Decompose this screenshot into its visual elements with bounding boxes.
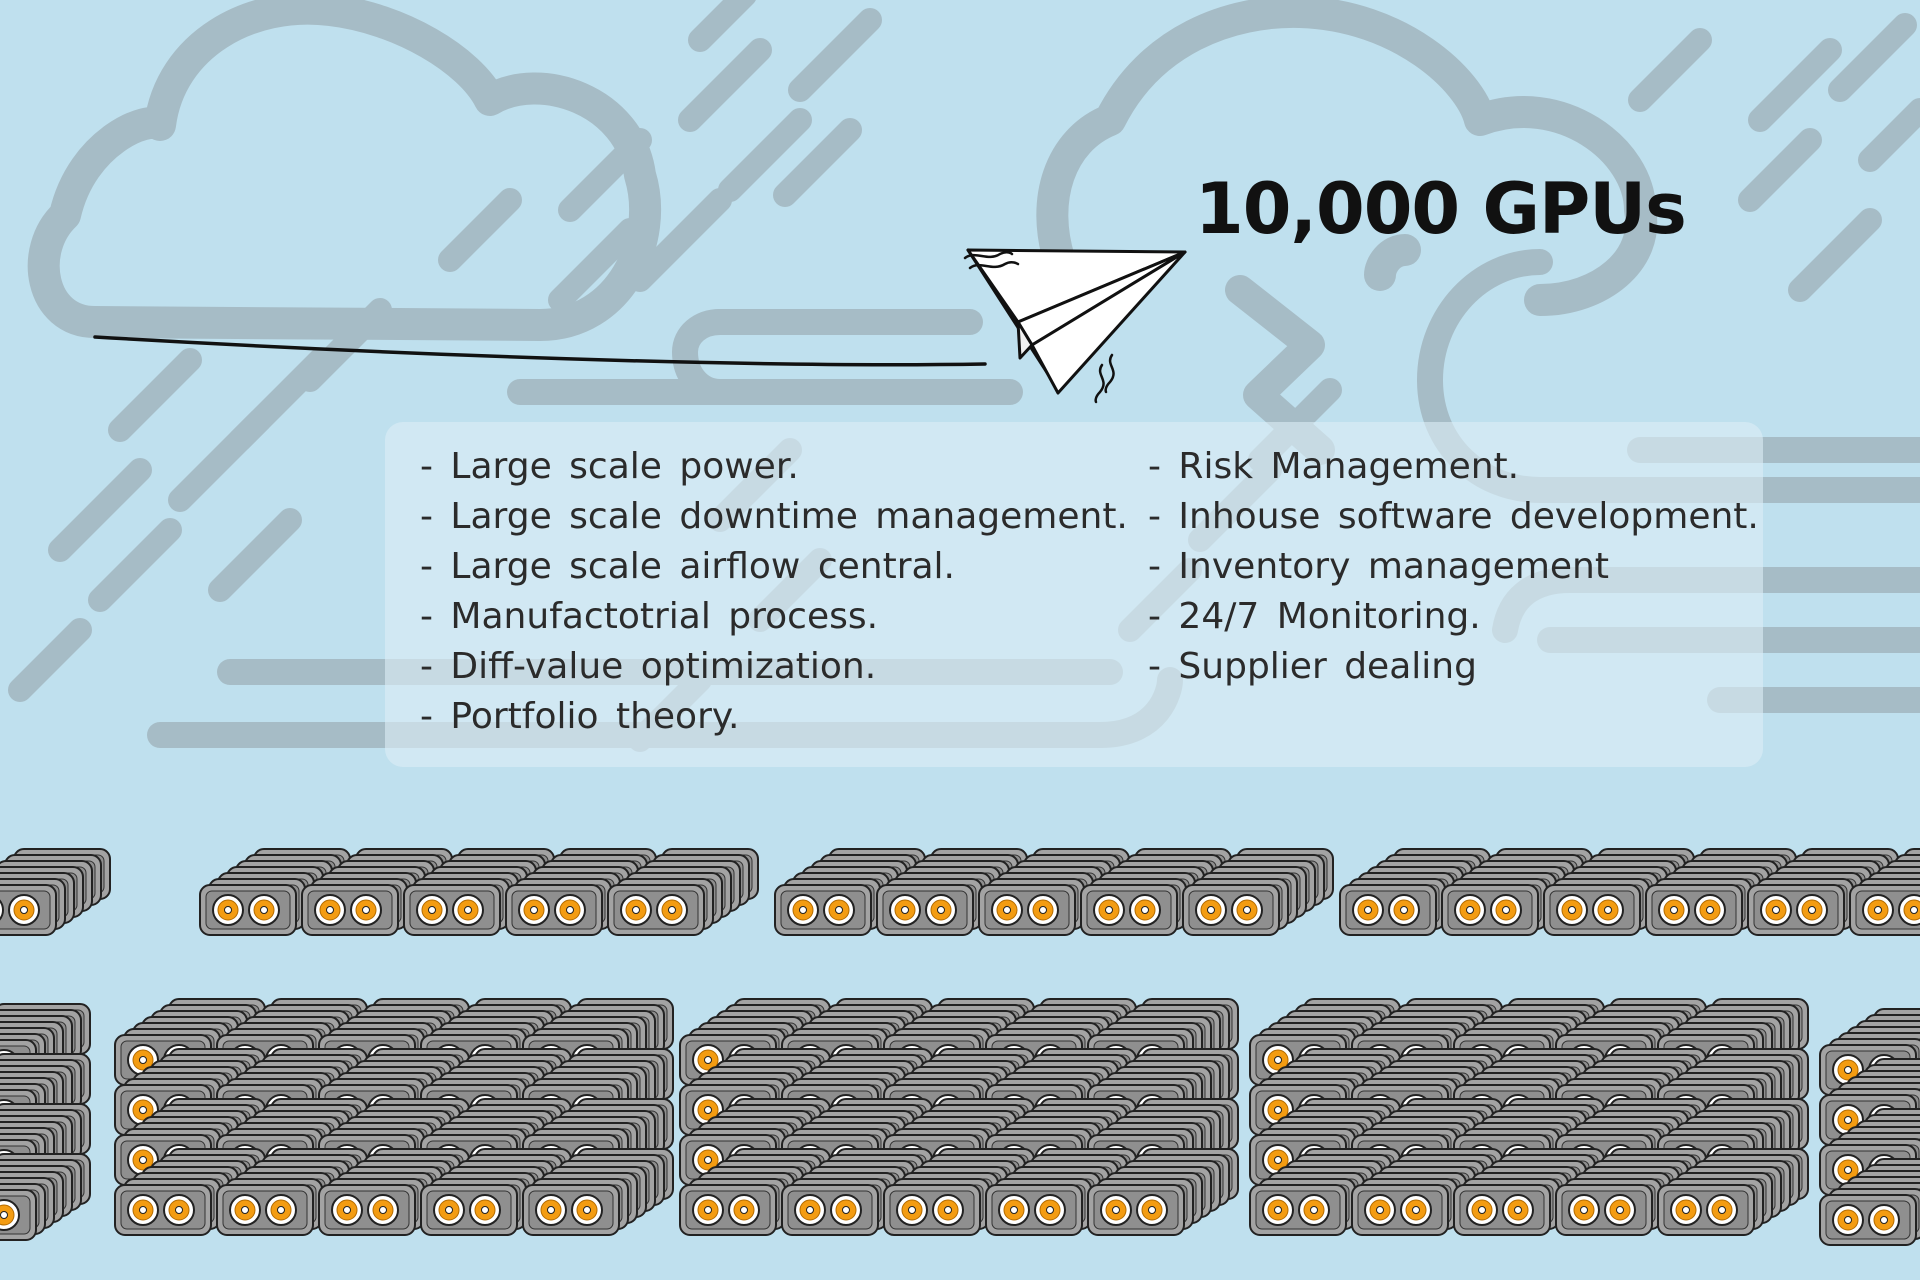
list-item: - Risk Management. [1148,446,1520,487]
gpu-card-icon [1657,1184,1755,1236]
gpu-card-icon [522,1184,620,1236]
gpu-card-icon [505,884,603,936]
gpu-card-icon [1747,884,1845,936]
gpu-card-icon [114,1184,212,1236]
gpu-card-icon [1339,884,1437,936]
list-item: - Manufactotrial process. [420,596,879,637]
feature-list-right: - Risk Management. - Inhouse software de… [1148,442,1759,692]
list-item: - Large scale power. [420,446,799,487]
gpu-card-icon [1555,1184,1653,1236]
list-item: - Supplier dealing [1148,646,1477,687]
gpu-card-icon [318,1184,416,1236]
gpu-card-icon [1087,1184,1185,1236]
list-item: - Large scale downtime management. [420,496,1128,537]
cloud-icon [1036,0,1658,316]
gpu-card-icon [199,884,297,936]
gpu-card-icon [216,1184,314,1236]
gpu-card-icon [781,1184,879,1236]
gpu-card-icon [420,1184,518,1236]
gpu-card-icon [403,884,501,936]
feature-list-left: - Large scale power. - Large scale downt… [420,442,1128,742]
gpu-card-icon [1819,1194,1917,1246]
gpu-card-icon [0,1189,37,1241]
list-item: - Portfolio theory. [420,696,740,737]
gpu-card-icon [1453,1184,1551,1236]
gpu-card-icon [978,884,1076,936]
gpu-card-icon [1441,884,1539,936]
gpu-card-icon [883,1184,981,1236]
list-item: - Inventory management [1148,546,1609,587]
list-item: - Large scale airflow central. [420,546,955,587]
features-panel [385,422,1763,767]
gpu-card-icon [985,1184,1083,1236]
gpu-card-icon [607,884,705,936]
gpu-card-icon [1080,884,1178,936]
gpu-card-icon [301,884,399,936]
gpu-card-icon [1249,1184,1347,1236]
list-item: - 24/7 Monitoring. [1148,596,1481,637]
gpu-card-icon [774,884,872,936]
page-title: 10,000 GPUs [1195,168,1687,250]
gpu-card-icon [1849,884,1920,936]
gpu-card-icon [1182,884,1280,936]
flight-trail [93,335,987,367]
list-item: - Inhouse software development. [1148,496,1759,537]
gpu-card-icon [679,1184,777,1236]
gpu-card-icon [0,884,57,936]
gpu-card-icon [1351,1184,1449,1236]
motion-lines [963,250,1115,404]
cloud-icon [27,0,662,341]
gpu-stacks [0,848,1920,1246]
gpu-card-icon [1645,884,1743,936]
gpu-card-icon [1543,884,1641,936]
gpu-card-icon [876,884,974,936]
paper-plane-icon [966,248,1187,395]
list-item: - Diff-value optimization. [420,646,877,687]
